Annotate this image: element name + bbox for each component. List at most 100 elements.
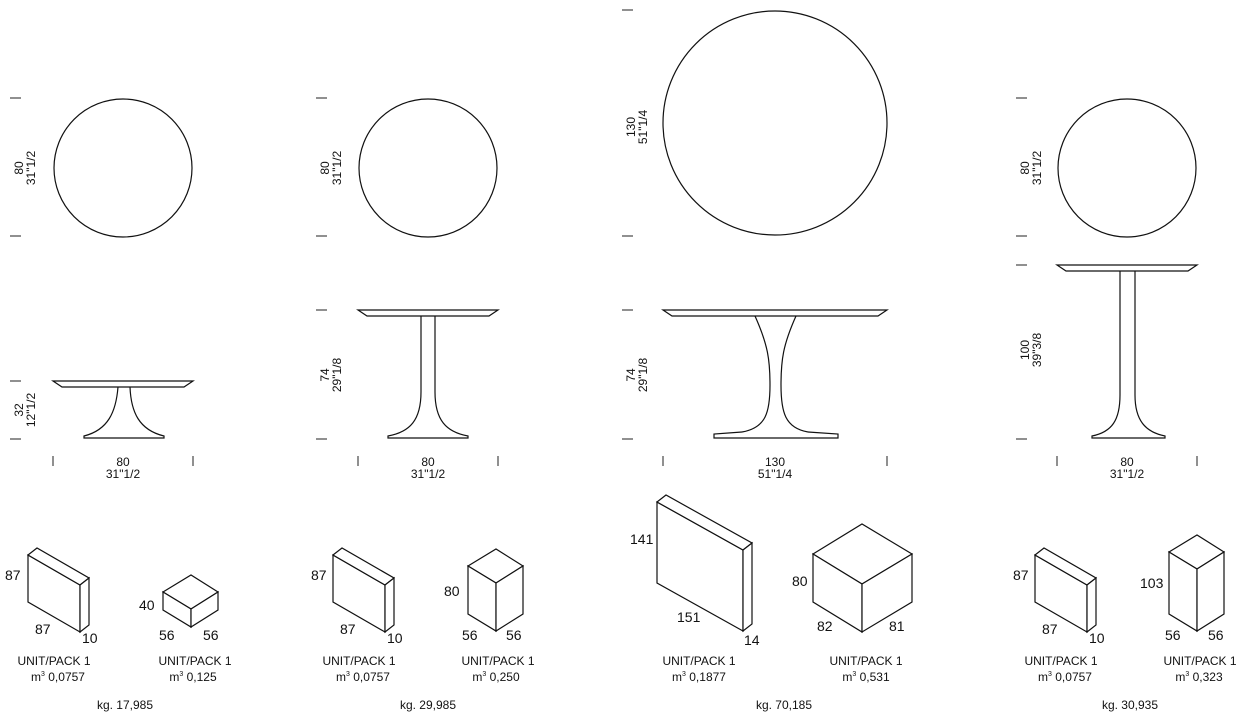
pedestal-right: [780, 315, 809, 433]
unit-pack-label: UNIT/PACK 1: [17, 654, 90, 668]
side-dim-in: 39"3/8: [1030, 333, 1044, 368]
pedestal-left: [741, 315, 771, 433]
box-height-label: 87: [5, 567, 21, 583]
column-1: 80 31"1/2 32 12"1/2 80 31"1/2 87 87 10 U…: [5, 97, 232, 712]
package-base-4: 103 56 56 UNIT/PACK 1 m3 0,323: [1140, 534, 1237, 684]
volume-label: m3 0,1877: [672, 670, 726, 684]
box-depth-label: 56: [203, 627, 219, 643]
top-dim-cm: 80: [1018, 161, 1032, 175]
table-top-circle: [1057, 98, 1197, 238]
top-dim-in: 31"1/2: [24, 151, 38, 186]
pedestal-base: [83, 386, 165, 439]
box-width-label: 87: [340, 621, 356, 637]
box-depth-label: 10: [1089, 630, 1105, 646]
top-view-2: 80 31"1/2: [316, 97, 498, 238]
side-dim-cm: 100: [1018, 340, 1032, 360]
width-dim-in: 31"1/2: [1110, 467, 1145, 481]
top-dim-in: 31"1/2: [1030, 151, 1044, 186]
box-side: [384, 576, 395, 634]
top-view-3: 130 51"1/4: [622, 9, 888, 237]
table-top-circle: [358, 98, 498, 238]
box-height-label: 80: [792, 573, 808, 589]
volume-label: m3 0,531: [842, 670, 890, 684]
table-top-profile: [661, 309, 889, 317]
side-dim-cm: 74: [318, 368, 332, 382]
package-base-2: 80 56 56 UNIT/PACK 1 m3 0,250: [444, 548, 535, 684]
box-height-label: 103: [1140, 575, 1164, 591]
unit-pack-label: UNIT/PACK 1: [662, 654, 735, 668]
package-top-1: 87 87 10 UNIT/PACK 1 m3 0,0757: [5, 547, 98, 684]
package-top-3: 141 151 14 UNIT/PACK 1 m3 0,1877: [630, 494, 760, 684]
box-depth-label: 10: [387, 630, 403, 646]
box-depth-label: 10: [82, 630, 98, 646]
package-top-2: 87 87 10 UNIT/PACK 1 m3 0,0757: [311, 547, 403, 684]
weight-label: kg. 17,985: [97, 698, 153, 712]
package-base-3: 80 82 81 UNIT/PACK 1 m3 0,531: [792, 523, 914, 684]
box-depth-label: 56: [1208, 627, 1224, 643]
table-top-profile: [1055, 264, 1199, 272]
box-depth-label: 56: [506, 627, 522, 643]
box-right: [1196, 550, 1225, 633]
volume-label: m3 0,0757: [336, 670, 390, 684]
box-width-label: 87: [1042, 621, 1058, 637]
table-top-circle: [662, 10, 888, 236]
side-dim-in: 29"1/8: [636, 358, 650, 393]
box-width-label: 82: [817, 618, 833, 634]
box-width-label: 56: [1165, 627, 1181, 643]
side-view-2: 74 29"1/8 80 31"1/2: [316, 309, 500, 481]
box-width-label: 151: [677, 609, 701, 625]
width-dim-cm: 80: [421, 455, 435, 469]
box-side: [79, 576, 90, 634]
side-view-1: 32 12"1/2 80 31"1/2: [10, 380, 195, 481]
volume-label: m3 0,0757: [31, 670, 85, 684]
box-height-label: 80: [444, 583, 460, 599]
unit-pack-label: UNIT/PACK 1: [1163, 654, 1236, 668]
top-dim-in: 51"1/4: [636, 110, 650, 145]
width-dim-in: 51"1/4: [758, 467, 793, 481]
top-dim-cm: 80: [12, 161, 26, 175]
top-view-1: 80 31"1/2: [10, 97, 193, 238]
top-dim-in: 31"1/2: [330, 151, 344, 186]
box-side: [742, 541, 753, 633]
table-top-profile: [356, 309, 500, 317]
side-dim-cm: 32: [12, 403, 26, 417]
volume-label: m3 0,323: [1175, 670, 1223, 684]
side-dim-in: 29"1/8: [330, 358, 344, 393]
width-dim-cm: 80: [1120, 455, 1134, 469]
width-dim-cm: 80: [116, 455, 130, 469]
volume-label: m3 0,0757: [1038, 670, 1092, 684]
column-4: 80 31"1/2 100 39"3/8 80 31"1/2 87 87 10 …: [1013, 97, 1237, 712]
width-dim-in: 31"1/2: [106, 467, 141, 481]
weight-label: kg. 29,985: [400, 698, 456, 712]
package-base-1: 40 56 56 UNIT/PACK 1 m3 0,125: [139, 574, 232, 684]
box-right: [190, 590, 219, 629]
column-3: 130 51"1/4 74 29"1/8 130 51"1/4 141 151 …: [622, 9, 914, 712]
box-depth-label: 14: [744, 632, 760, 648]
box-height-label: 40: [139, 597, 155, 613]
unit-pack-label: UNIT/PACK 1: [1024, 654, 1097, 668]
side-view-4: 100 39"3/8 80 31"1/2: [1016, 264, 1199, 481]
top-dim-cm: 130: [624, 117, 638, 137]
unit-pack-label: UNIT/PACK 1: [461, 654, 534, 668]
weight-label: kg. 70,185: [756, 698, 812, 712]
box-height-label: 87: [1013, 567, 1029, 583]
volume-label: m3 0,125: [169, 670, 217, 684]
box-width-label: 56: [462, 627, 478, 643]
side-dim-in: 12"1/2: [24, 393, 38, 428]
package-top-4: 87 87 10 UNIT/PACK 1 m3 0,0757: [1013, 547, 1105, 684]
width-dim-in: 31"1/2: [411, 467, 446, 481]
side-view-3: 74 29"1/8 130 51"1/4: [622, 309, 889, 481]
box-height-label: 141: [630, 531, 654, 547]
unit-pack-label: UNIT/PACK 1: [158, 654, 231, 668]
pedestal-base: [387, 316, 469, 439]
pedestal-base: [713, 431, 839, 439]
table-top-circle: [53, 98, 193, 238]
volume-label: m3 0,250: [472, 670, 520, 684]
box-right: [495, 564, 524, 633]
unit-pack-label: UNIT/PACK 1: [322, 654, 395, 668]
width-dim-cm: 130: [765, 455, 785, 469]
box-width-label: 87: [35, 621, 51, 637]
side-dim-cm: 74: [624, 368, 638, 382]
column-2: 80 31"1/2 74 29"1/8 80 31"1/2 87 87 10 U…: [311, 97, 535, 712]
